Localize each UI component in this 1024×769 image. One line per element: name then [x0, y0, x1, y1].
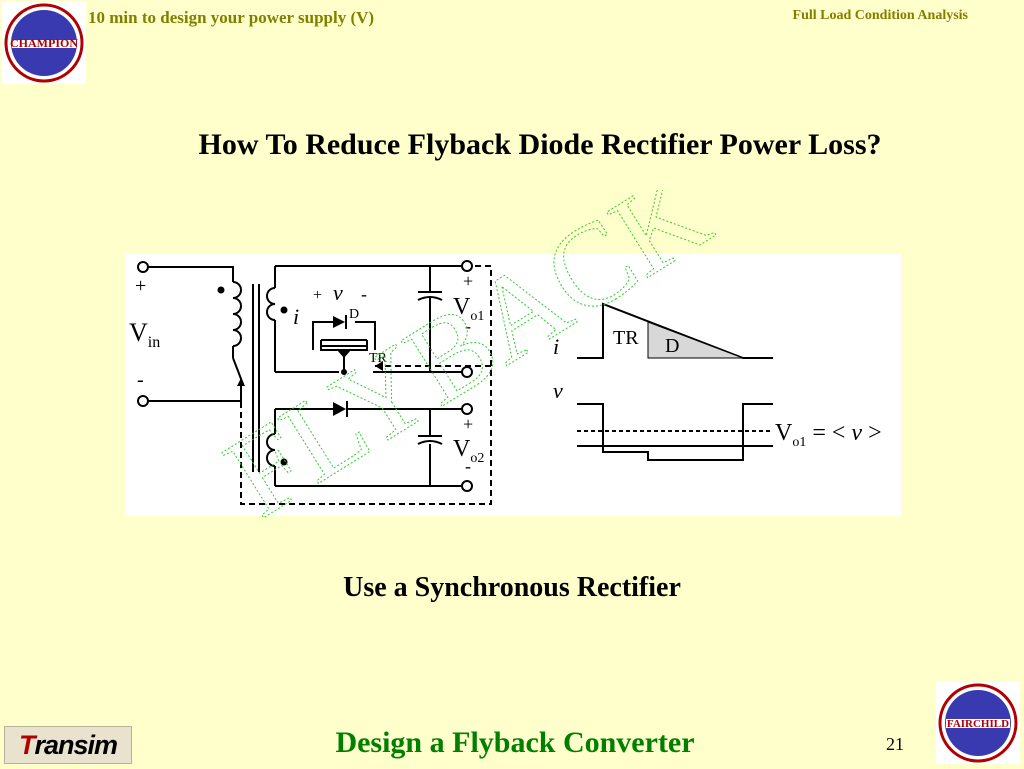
current-label: i: [293, 304, 299, 329]
champion-logo: CHAMPION: [2, 2, 86, 84]
wave-v-label: v: [553, 378, 563, 403]
fairchild-logo: FAIRCHILD: [936, 682, 1020, 764]
circuit-diagram: + - Vin i + v - D TR + Vo1 - + Vo2 - TR …: [125, 254, 901, 516]
vin-label: Vin: [129, 318, 160, 351]
vo1-average-equation: Vo1 = < v >: [775, 420, 882, 450]
fairchild-logo-text: FAIRCHILD: [947, 718, 1009, 730]
slide-heading: How To Reduce Flyback Diode Rectifier Po…: [198, 128, 882, 161]
header-title: 10 min to design your power supply (V): [88, 8, 375, 27]
vin-plus: +: [135, 275, 146, 297]
vo1-label: Vo1: [453, 294, 484, 324]
voltage-label: v: [333, 280, 343, 305]
tr-label: TR: [369, 351, 388, 366]
diode-label: D: [349, 307, 359, 322]
page-number: 21: [886, 734, 904, 754]
wave-d-label: D: [665, 335, 679, 357]
vo1-minus: -: [465, 316, 471, 336]
vo2-plus: +: [463, 414, 473, 434]
vo2-minus: -: [465, 456, 471, 476]
vo2-label: Vo2: [453, 436, 484, 466]
champion-logo-text: CHAMPION: [10, 36, 78, 50]
section-title: Full Load Condition Analysis: [792, 8, 968, 23]
vin-minus: -: [137, 369, 144, 391]
slide-subheading: Use a Synchronous Rectifier: [343, 572, 681, 603]
v-plus: +: [313, 287, 322, 304]
vo1-plus: +: [463, 271, 473, 291]
footer-title: Design a Flyback Converter: [335, 726, 695, 759]
wave-tr-label: TR: [613, 327, 639, 349]
wave-i-label: i: [553, 334, 559, 359]
v-minus: -: [361, 284, 367, 304]
